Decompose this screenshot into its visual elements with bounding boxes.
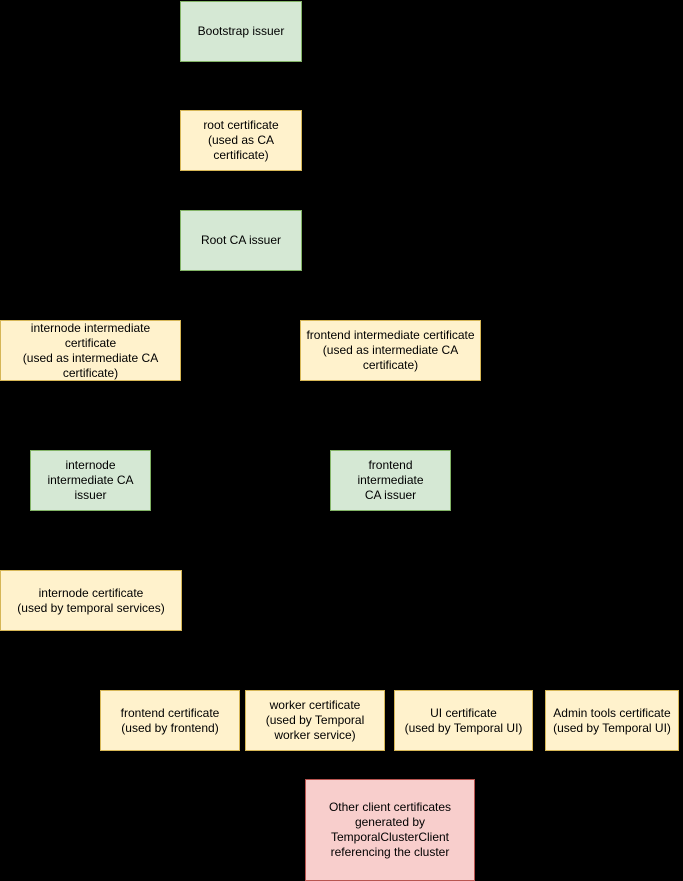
node-internode-intermediate-ca-issuer: internode intermediate CA issuer (30, 450, 151, 511)
node-frontend-certificate: frontend certificate (used by frontend) (100, 690, 240, 751)
node-worker-certificate: worker certificate (used by Temporal wor… (245, 690, 385, 751)
node-frontend-intermediate-ca-issuer: frontend intermediate CA issuer (330, 450, 451, 511)
node-root-ca-issuer: Root CA issuer (180, 210, 302, 271)
node-root-certificate: root certificate (used as CA certificate… (180, 110, 302, 171)
node-admin-tools-certificate: Admin tools certificate (used by Tempora… (545, 690, 679, 751)
node-other-client-certificates: Other client certificates generated by T… (305, 779, 475, 881)
node-bootstrap-issuer: Bootstrap issuer (180, 1, 302, 62)
node-frontend-intermediate-certificate: frontend intermediate certificate (used … (300, 320, 481, 381)
node-ui-certificate: UI certificate (used by Temporal UI) (394, 690, 533, 751)
node-internode-certificate: internode certificate (used by temporal … (0, 570, 182, 631)
node-internode-intermediate-certificate: internode intermediate certificate (used… (0, 320, 181, 381)
